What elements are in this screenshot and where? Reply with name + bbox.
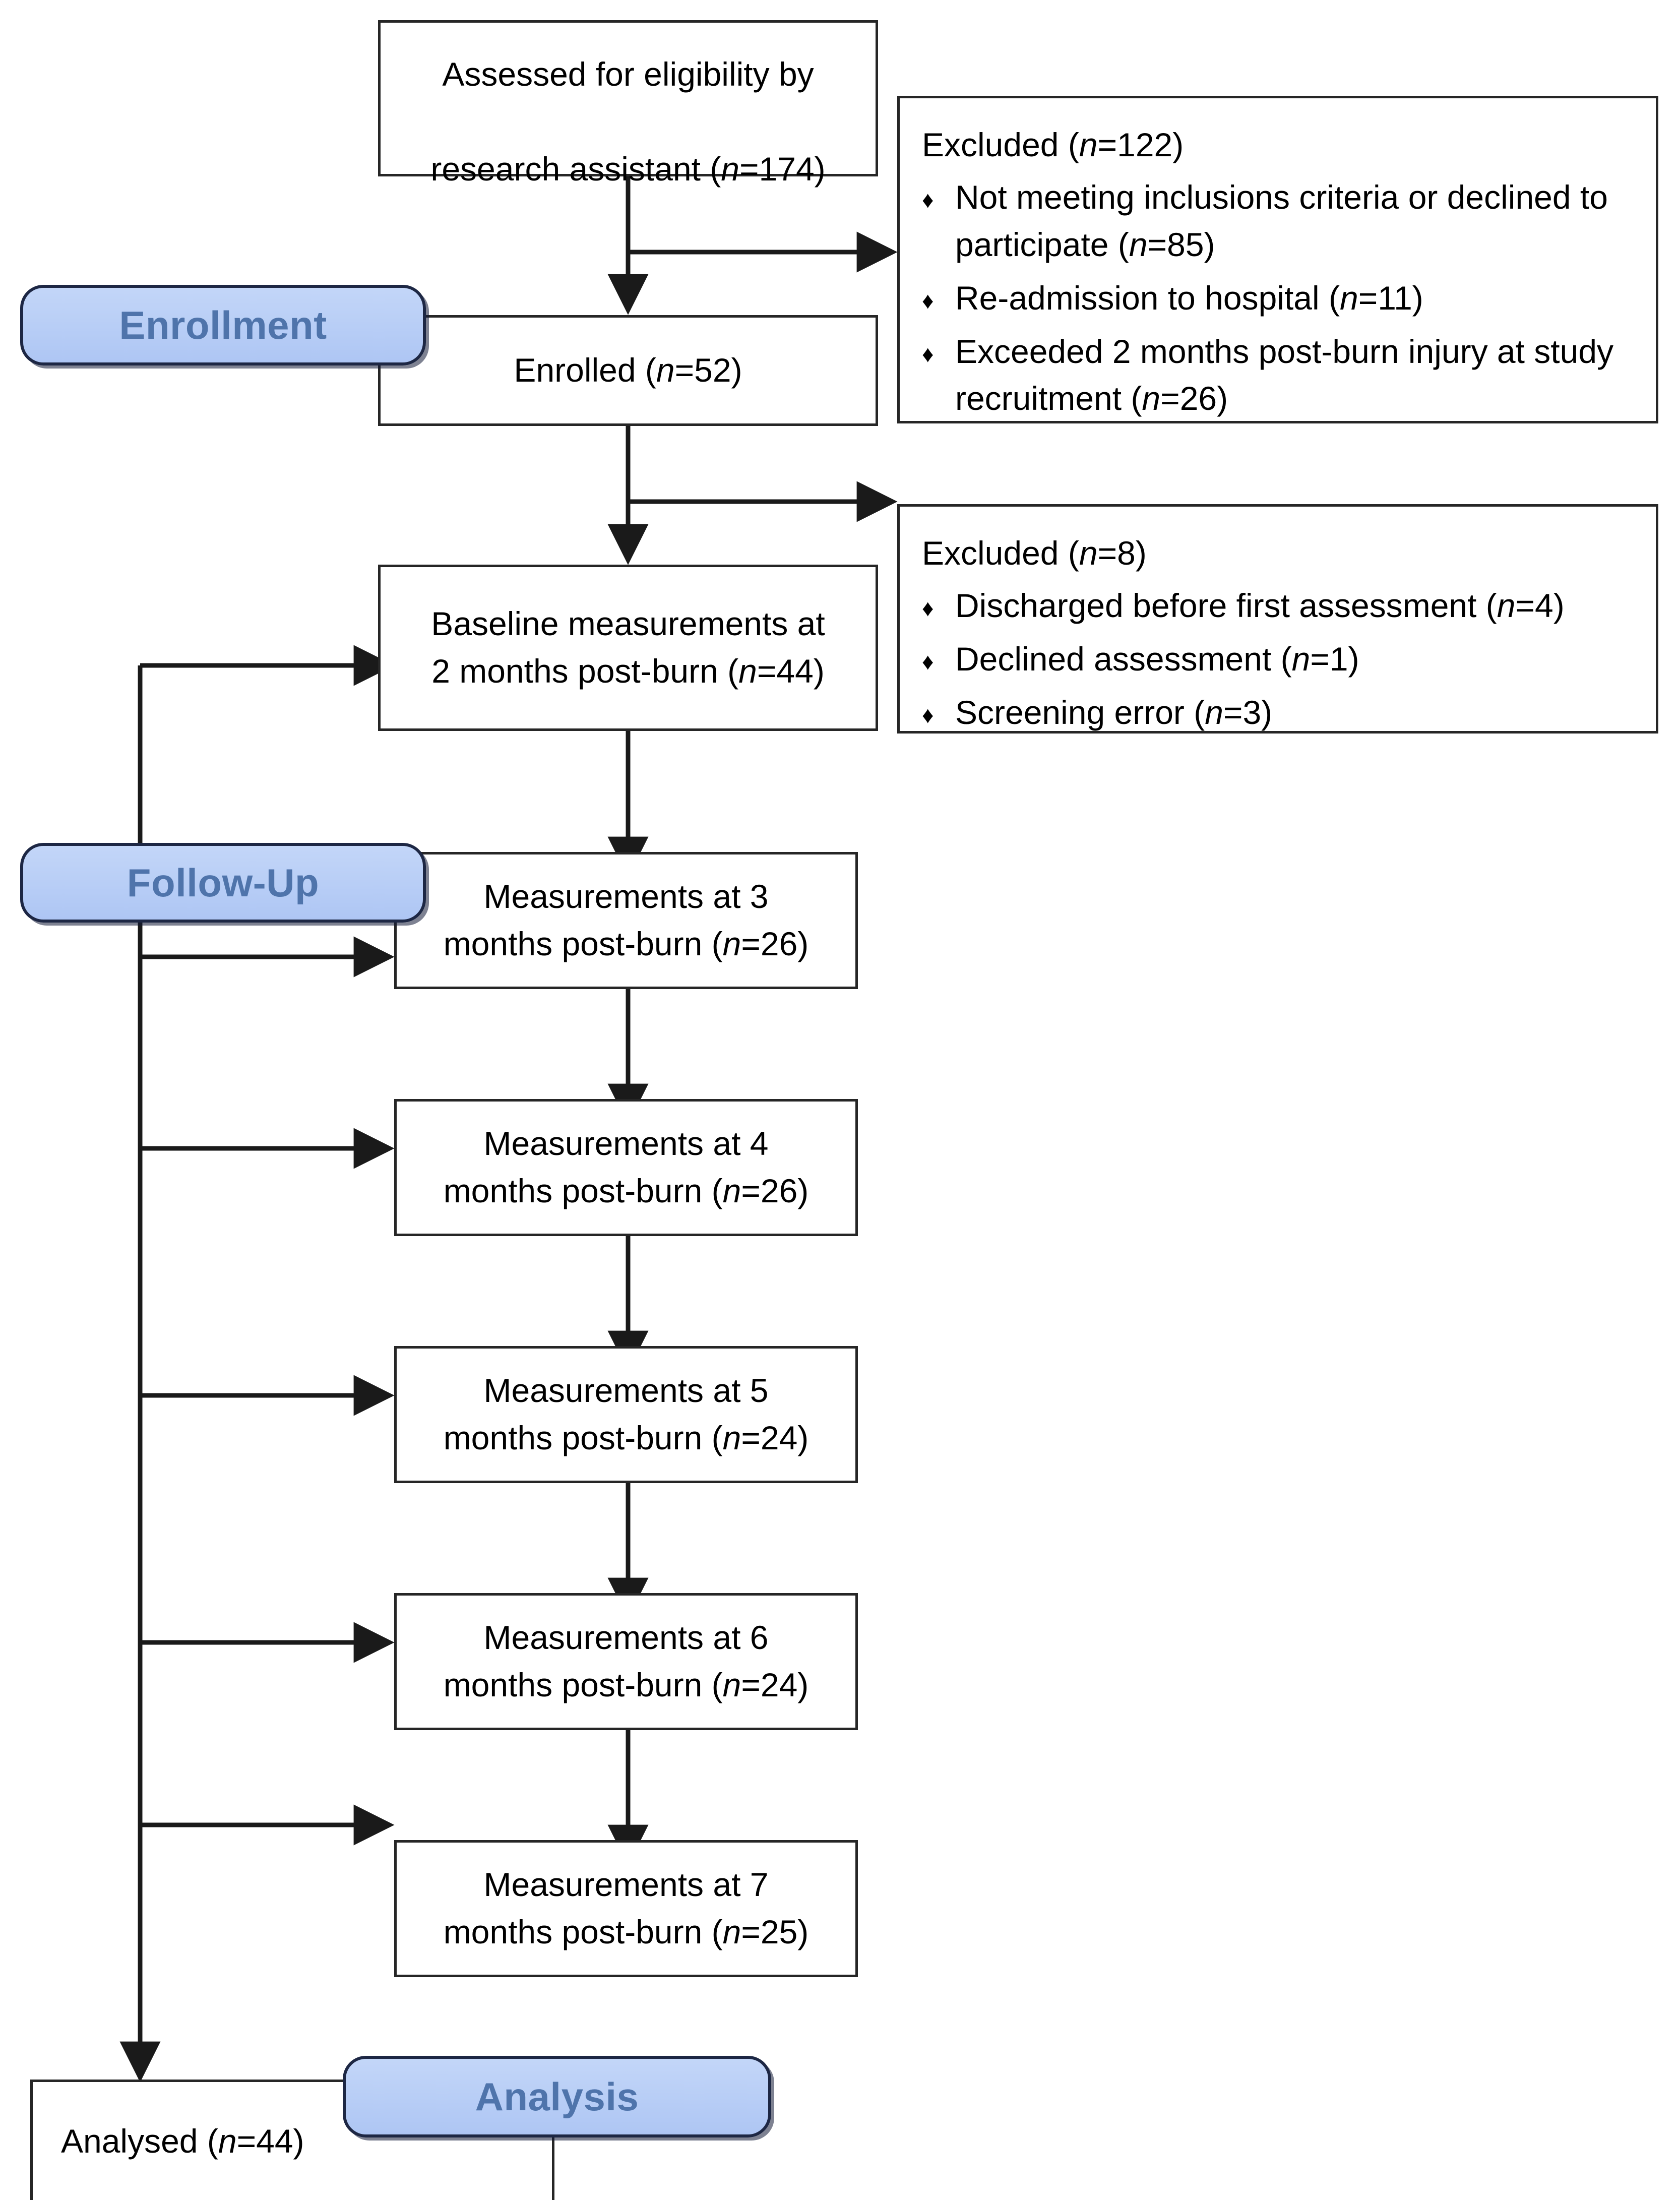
excluded2-reason-list: ♦ Discharged before first assessment (n=4…	[922, 582, 1636, 736]
excluded1-title-text: Excluded (n=122)	[922, 126, 1184, 163]
node-assessed-for-eligibility[interactable]: Assessed for eligibility by research ass…	[378, 20, 878, 188]
node-measurements-7-months[interactable]: Measurements at 7 months post-burn (n=25…	[394, 1840, 858, 1977]
node-assessed-text: Assessed for eligibility by research ass…	[421, 4, 834, 193]
assessed-n-italic: n	[721, 150, 739, 188]
node-enrolled[interactable]: Enrolled (n=52)	[378, 315, 878, 426]
excluded1-reason-0: Not meeting inclusions criteria or decli…	[955, 178, 1608, 264]
node-measurements-6-months[interactable]: Measurements at 6 months post-burn (n=24…	[394, 1593, 858, 1730]
list-item: ♦ Screening error (n=3)	[922, 689, 1636, 737]
node-m5-text: Measurements at 5 months post-burn (n=24…	[443, 1372, 809, 1456]
excluded1-reason-2: Exceeded 2 months post-burn injury at st…	[955, 332, 1614, 417]
n-italic: n	[738, 652, 757, 690]
assessed-n-value: =174)	[739, 150, 826, 188]
assessed-line1: Assessed for eligibility by	[442, 55, 814, 93]
n-italic: n	[1205, 693, 1223, 731]
diamond-bullet-icon: ♦	[922, 648, 934, 675]
n-italic: n	[1079, 534, 1098, 572]
node-m3-text: Measurements at 3 months post-burn (n=26…	[443, 878, 809, 962]
n-italic: n	[1142, 380, 1161, 417]
n-italic: n	[722, 1913, 741, 1950]
node-analysed[interactable]: Analysed (n=44)	[30, 2080, 554, 2200]
diamond-bullet-icon: ♦	[922, 187, 934, 213]
n-italic: n	[1079, 126, 1098, 163]
node-analysed-text: Analysed (n=44)	[61, 2122, 304, 2160]
stage-label-enrollment: Enrollment	[20, 285, 426, 365]
n-italic: n	[1129, 226, 1148, 264]
node-measurements-5-months[interactable]: Measurements at 5 months post-burn (n=24…	[394, 1346, 858, 1483]
n-italic: n	[722, 925, 741, 962]
n-italic: n	[722, 1419, 741, 1456]
stage-label-follow-up: Follow-Up	[20, 843, 426, 923]
node-baseline-measurements[interactable]: Baseline measurements at 2 months post-b…	[378, 565, 878, 731]
node-enrolled-text: Enrolled (n=52)	[514, 351, 742, 389]
diamond-bullet-icon: ♦	[922, 595, 934, 622]
diamond-bullet-icon: ♦	[922, 340, 934, 367]
node-m6-text: Measurements at 6 months post-burn (n=24…	[443, 1619, 809, 1703]
excluded2-reason-2: Screening error (n=3)	[955, 693, 1273, 731]
node-m4-text: Measurements at 4 months post-burn (n=26…	[443, 1125, 809, 1209]
list-item: ♦ Declined assessment (n=1)	[922, 636, 1636, 683]
excluded1-title: Excluded (n=122)	[922, 121, 1636, 168]
assessed-line2-prefix: research assistant (	[430, 150, 721, 188]
n-italic: n	[722, 1172, 741, 1209]
diamond-bullet-icon: ♦	[922, 287, 934, 314]
n-italic: n	[1291, 640, 1311, 678]
n-italic: n	[1497, 587, 1516, 625]
n-italic: n	[722, 1666, 741, 1703]
list-item: ♦ Re-admission to hospital (n=11)	[922, 275, 1636, 322]
stage-label-analysis: Analysis	[343, 2056, 771, 2137]
list-item: ♦ Exceeded 2 months post-burn injury at s…	[922, 328, 1636, 422]
excluded-box-screening[interactable]: Excluded (n=122) ♦ Not meeting inclusions…	[897, 96, 1658, 423]
node-baseline-text: Baseline measurements at 2 months post-b…	[431, 605, 825, 690]
n-italic: n	[656, 351, 675, 389]
stage-label-enrollment-text: Enrollment	[119, 302, 327, 347]
excluded-box-baseline[interactable]: Excluded (n=8) ♦ Discharged before first …	[897, 504, 1658, 734]
node-measurements-4-months[interactable]: Measurements at 4 months post-burn (n=26…	[394, 1099, 858, 1236]
excluded2-reason-0: Discharged before first assessment (n=4)	[955, 587, 1565, 625]
node-measurements-3-months[interactable]: Measurements at 3 months post-burn (n=26…	[394, 852, 858, 989]
stage-label-follow-up-text: Follow-Up	[127, 860, 320, 905]
node-m7-text: Measurements at 7 months post-burn (n=25…	[443, 1866, 809, 1950]
excluded2-title: Excluded (n=8)	[922, 530, 1636, 576]
excluded1-reason-list: ♦ Not meeting inclusions criteria or decl…	[922, 174, 1636, 422]
list-item: ♦ Not meeting inclusions criteria or decl…	[922, 174, 1636, 268]
diamond-bullet-icon: ♦	[922, 701, 934, 728]
excluded2-title-text: Excluded (n=8)	[922, 534, 1147, 572]
excluded2-reason-1: Declined assessment (n=1)	[955, 640, 1359, 678]
n-italic: n	[1340, 279, 1358, 317]
list-item: ♦ Discharged before first assessment (n=4…	[922, 582, 1636, 630]
connector-arrows	[119, 176, 898, 2083]
n-italic: n	[218, 2122, 237, 2160]
excluded1-reason-1: Re-admission to hospital (n=11)	[955, 279, 1423, 317]
stage-label-analysis-text: Analysis	[475, 2074, 639, 2119]
